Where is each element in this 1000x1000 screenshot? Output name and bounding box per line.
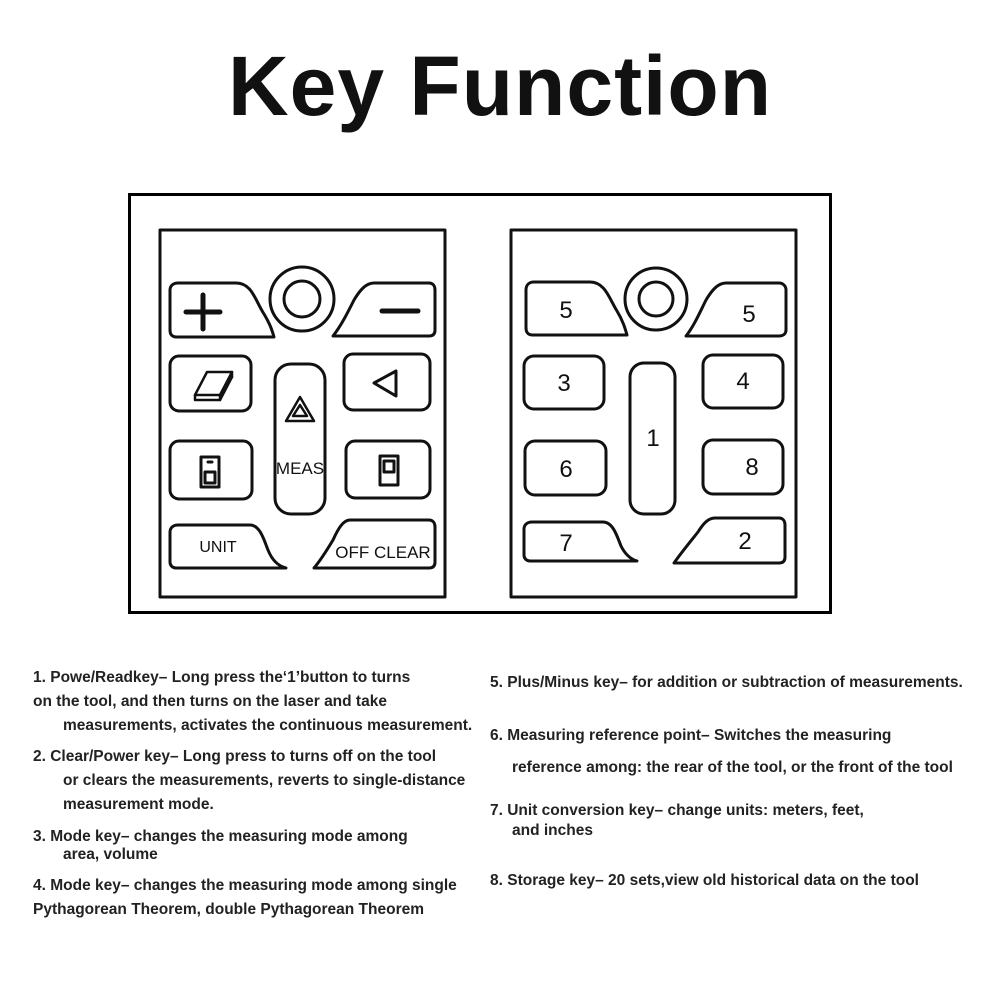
key-4[interactable]: [701, 353, 785, 410]
desc-1-line-1: 1. Powe/Readkey– Long press the‘1’button…: [33, 669, 411, 686]
key-2-label: 2: [738, 528, 751, 555]
right-keypad-border: [509, 228, 798, 599]
desc-1-line-2: on the tool, and then turns on the laser…: [33, 693, 387, 710]
key-6-label: 6: [559, 456, 572, 483]
device-rear-icon: [199, 455, 221, 489]
laser-triangle-icon: [284, 395, 316, 423]
desc-5-line-1: 5. Plus/Minus key– for addition or subtr…: [490, 674, 963, 691]
circle-icon: [637, 280, 675, 318]
desc-2-line-3: measurement mode.: [63, 796, 214, 813]
key-circle[interactable]: [623, 266, 689, 332]
desc-item-1: 1. Powe/Readkey– Long press the‘1’button…: [33, 666, 472, 738]
plus-key[interactable]: [168, 281, 276, 339]
desc-item-3: 3. Mode key– changes the measuring mode …: [33, 825, 408, 867]
key-7[interactable]: [522, 520, 639, 563]
key-5-left[interactable]: [524, 280, 629, 337]
key-3[interactable]: [522, 354, 606, 411]
desc-item-7: 7. Unit conversion key– change units: me…: [490, 799, 864, 843]
desc-7-line-2: and inches: [512, 822, 593, 839]
desc-item-4: 4. Mode key– changes the measuring mode …: [33, 874, 457, 922]
key-8-label: 8: [745, 454, 758, 481]
meas-key[interactable]: [273, 362, 327, 516]
unit-key[interactable]: [168, 523, 288, 570]
desc-2-line-1: 2. Clear/Power key– Long press to turns …: [33, 748, 437, 765]
page-title: Key Function: [227, 39, 772, 133]
desc-item-8: 8. Storage key– 20 sets,view old histori…: [490, 869, 919, 893]
power-circle-icon: [282, 279, 322, 319]
desc-6-line-1: 6. Measuring reference point– Switches t…: [490, 727, 892, 744]
desc-2-line-2: or clears the measurements, reverts to s…: [63, 772, 466, 789]
desc-7-line-1: 7. Unit conversion key– change units: me…: [490, 802, 864, 819]
desc-6-line-2: reference among: the rear of the tool, o…: [512, 759, 953, 776]
off-clear-label: OFF CLEAR: [335, 543, 430, 562]
plus-icon: [183, 292, 223, 332]
desc-8-line-1: 8. Storage key– 20 sets,view old histori…: [490, 872, 919, 889]
left-keypad: [158, 228, 447, 599]
left-keypad-border: [158, 228, 447, 599]
desc-1-line-3: measurements, activates the continuous m…: [63, 717, 473, 734]
minus-key[interactable]: [331, 281, 437, 338]
triangle-flag-icon: [372, 369, 398, 398]
desc-item-2: 2. Clear/Power key– Long press to turns …: [33, 745, 465, 817]
meas-label: MEAS: [276, 459, 324, 478]
power-button[interactable]: [268, 265, 336, 333]
eraser-icon: [193, 370, 234, 402]
desc-3-line-2: area, volume: [63, 846, 158, 863]
desc-3-line-1: 3. Mode key– changes the measuring mode …: [33, 828, 408, 845]
key-5-left-label: 5: [559, 297, 572, 324]
key-6[interactable]: [523, 439, 608, 497]
key-4-label: 4: [736, 368, 749, 395]
desc-item-5: 5. Plus/Minus key– for addition or subtr…: [490, 671, 963, 695]
device-front-icon: [378, 454, 400, 487]
off-clear-key[interactable]: [312, 518, 437, 570]
right-keypad: [509, 228, 798, 599]
key-2[interactable]: [672, 516, 787, 565]
key-7-label: 7: [559, 530, 572, 557]
desc-item-6: 6. Measuring reference point– Switches t…: [490, 720, 953, 784]
unit-label: UNIT: [199, 539, 237, 556]
desc-4-line-1: 4. Mode key– changes the measuring mode …: [33, 877, 457, 894]
keypad-frame: [128, 193, 832, 614]
reference-rear-key[interactable]: [168, 439, 254, 501]
reference-top-key[interactable]: [344, 439, 432, 500]
key-5-right-label: 5: [742, 301, 755, 328]
eraser-key[interactable]: [168, 354, 253, 413]
key-1[interactable]: [628, 361, 677, 516]
key-1-label: 1: [646, 425, 659, 452]
reference-front-key[interactable]: [342, 352, 432, 412]
key-5-right[interactable]: [684, 281, 788, 338]
key-3-label: 3: [557, 370, 570, 397]
desc-4-line-2: Pythagorean Theorem, double Pythagorean …: [33, 901, 425, 918]
key-8[interactable]: [701, 438, 785, 496]
